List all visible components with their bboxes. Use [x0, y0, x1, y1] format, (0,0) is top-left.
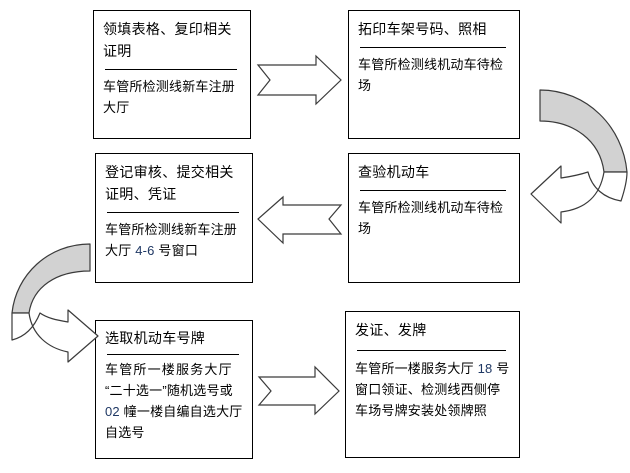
connector-step5-to-step6-arrow-icon — [257, 365, 340, 416]
flow-node-step3-location: 车管所检测线新车注册大厅 4-6 号窗口 — [105, 219, 243, 261]
flow-node-step2[interactable]: 拓印车架号码、照相 车管所检测线机动车待检场 — [348, 10, 520, 139]
flow-node-step3-location-suffix: 号窗口 — [154, 243, 199, 258]
flow-node-step6-divider — [357, 350, 506, 351]
flow-node-step5-divider — [107, 354, 239, 355]
flow-node-step5-building-number: 02 — [105, 404, 120, 419]
flow-node-step2-location: 车管所检测线机动车待检场 — [358, 57, 504, 93]
flow-node-step3-window-number: 4-6 — [135, 243, 155, 258]
flow-node-step4-location: 车管所检测线机动车待检场 — [358, 200, 504, 236]
connector-step3-to-step5-curved-arrow-icon — [11, 243, 99, 363]
connector-step2-to-step4-curved-arrow-icon — [530, 89, 628, 224]
flow-node-step5[interactable]: 选取机动车号牌 车管所一楼服务大厅 “二十选一”随机选号或 02 幢一楼自编自选… — [95, 320, 253, 459]
flow-node-step5-location-line3-text: 幢一楼自编自选大厅 — [119, 404, 243, 419]
flow-node-step6-location-suffix: 号窗口领证、检测线西侧停车场号牌安装处领牌照 — [355, 361, 510, 418]
connector-step4-to-step3-arrow-icon — [257, 195, 343, 245]
flow-node-step3-location-prefix: 车管所检测线新车注册大厅 — [105, 222, 238, 258]
flow-node-step6-location-prefix: 车管所一楼服务大厅 — [355, 361, 478, 376]
flow-node-step6[interactable]: 发证、发牌 车管所一楼服务大厅 18 号窗口领证、检测线西侧停车场号牌安装处领牌… — [345, 311, 520, 458]
flow-node-step3[interactable]: 登记审核、提交相关证明、凭证 车管所检测线新车注册大厅 4-6 号窗口 — [95, 153, 253, 283]
flow-node-step2-divider — [360, 47, 506, 48]
connector-step1-to-step2-arrow-icon — [256, 54, 342, 106]
flow-node-step3-divider — [107, 212, 239, 213]
flow-node-step6-title: 发证、发牌 — [355, 322, 427, 338]
flow-node-step4-title: 查验机动车 — [358, 164, 430, 180]
flow-node-step1[interactable]: 领填表格、复印相关证明 车管所检测线新车注册大厅 — [93, 10, 251, 139]
flow-node-step5-title: 选取机动车号牌 — [105, 330, 206, 346]
flow-node-step4-divider — [360, 190, 506, 191]
flow-node-step2-title: 拓印车架号码、照相 — [358, 21, 487, 37]
flow-node-step1-location: 车管所检测线新车注册大厅 — [103, 79, 236, 115]
flow-node-step5-location-line2: “二十选一”随机选号或 — [105, 383, 233, 398]
flow-node-step6-window-number: 18 — [477, 361, 493, 376]
flow-node-step6-location: 车管所一楼服务大厅 18 号窗口领证、检测线西侧停车场号牌安装处领牌照 — [355, 358, 510, 421]
flow-node-step1-divider — [105, 69, 237, 70]
flow-node-step3-title: 登记审核、提交相关证明、凭证 — [105, 164, 234, 202]
flow-node-step5-location-line4: 自选号 — [105, 425, 145, 440]
flow-node-step4[interactable]: 查验机动车 车管所检测线机动车待检场 — [348, 153, 520, 283]
flow-node-step5-location-line3: 02 幢一楼自编自选大厅 — [105, 401, 243, 422]
flow-node-step1-title: 领填表格、复印相关证明 — [103, 21, 232, 59]
flow-node-step5-location-line1: 车管所一楼服务大厅 — [105, 362, 233, 377]
